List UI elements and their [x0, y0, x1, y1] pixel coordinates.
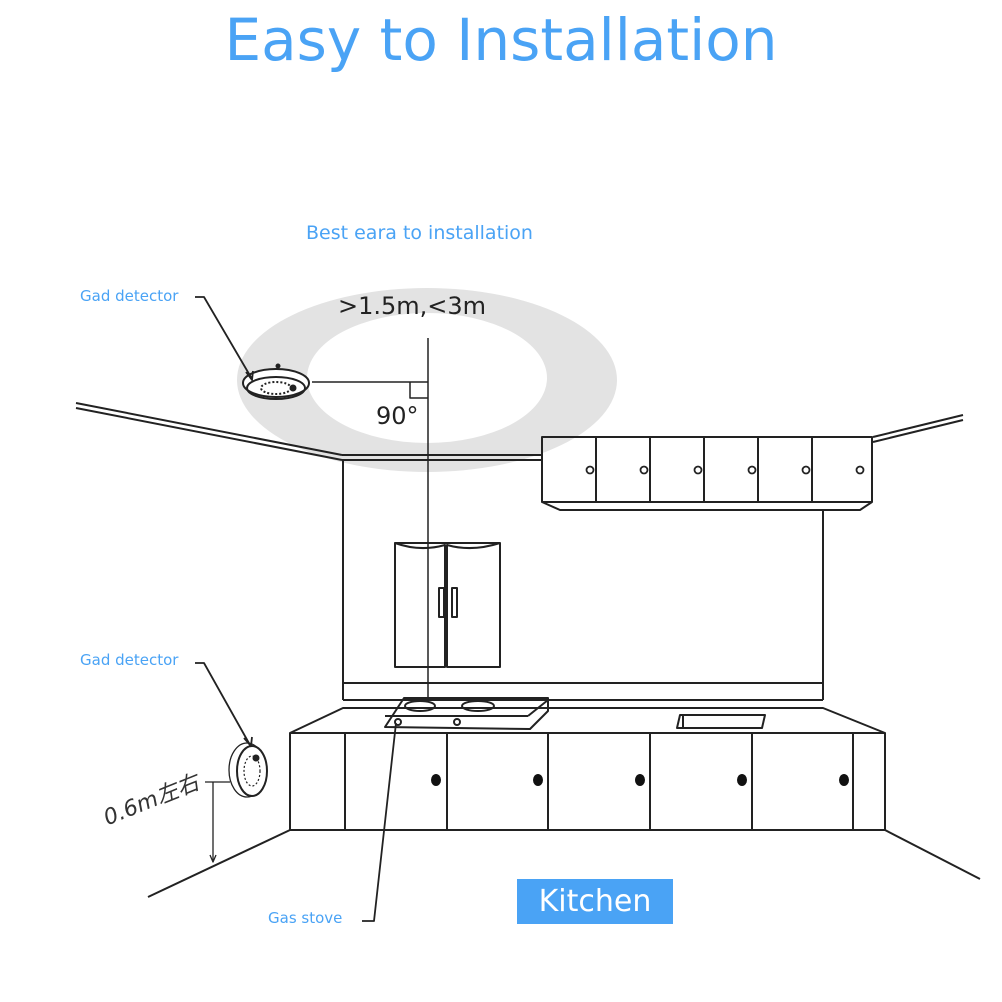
gas-stove-label: Gas stove: [268, 909, 343, 927]
hood-cabinet: [394, 542, 501, 668]
wall-detector: [228, 742, 268, 798]
angle-label: 90°: [376, 402, 419, 430]
ceiling-detector: [242, 363, 310, 400]
wall-cabinets: [541, 436, 873, 511]
cabinet-knobs: [431, 774, 849, 786]
page-title: Easy to Installation: [224, 6, 778, 74]
base-cabinets: [289, 732, 886, 831]
ceiling-detector-label: Gad detector: [80, 287, 179, 305]
gas-stove: [384, 697, 549, 730]
room-badge: Kitchen: [517, 879, 673, 924]
best-area-zone: [237, 288, 617, 472]
wall-detector-label: Gad detector: [80, 651, 179, 669]
best-area-label: Best eara to installation: [306, 222, 533, 244]
sink: [676, 714, 766, 729]
distance-range-label: >1.5m,<3m: [338, 292, 487, 320]
